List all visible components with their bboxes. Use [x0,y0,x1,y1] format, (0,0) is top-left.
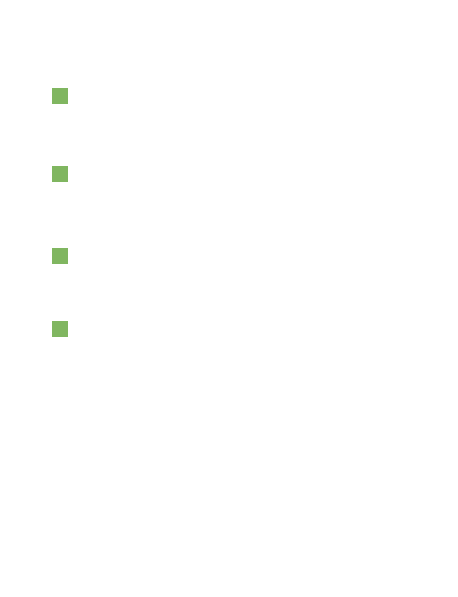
bullet-list [52,0,432,597]
list-item [52,248,432,264]
list-item [52,321,432,337]
list-item [52,88,432,104]
square-bullet-icon [52,321,68,337]
square-bullet-icon [52,166,68,182]
list-item [52,166,432,182]
square-bullet-icon [52,248,68,264]
square-bullet-icon [52,88,68,104]
